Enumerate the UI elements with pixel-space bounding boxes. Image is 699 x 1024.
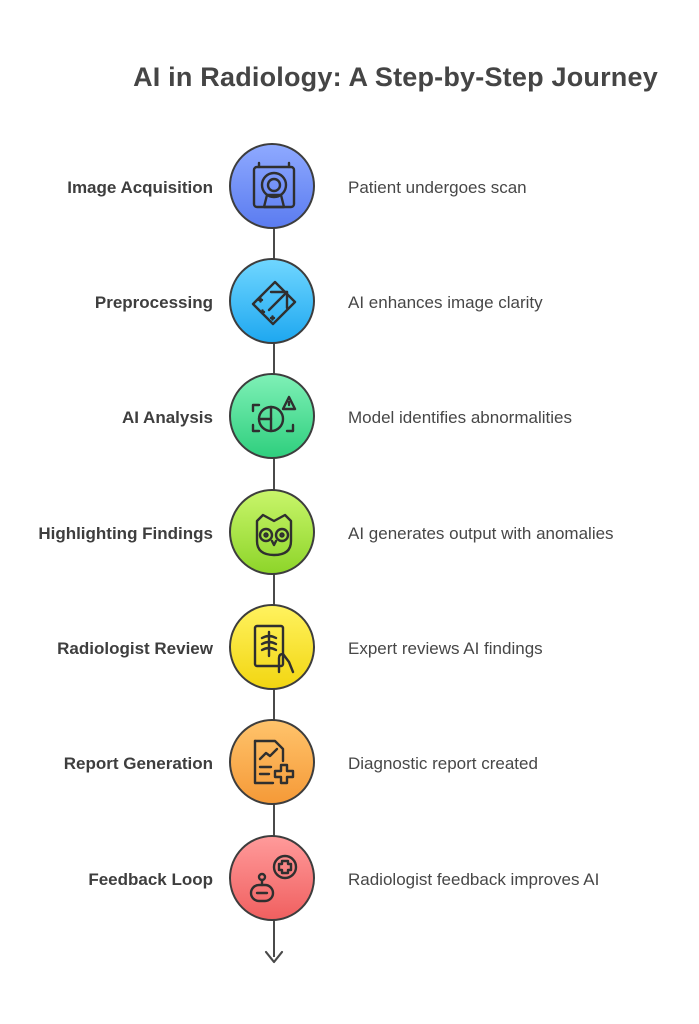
analysis-warning-icon xyxy=(251,395,297,433)
step-feedback-loop: Feedback Loop Radiologist feedback impro… xyxy=(0,835,699,925)
scanner-icon xyxy=(252,161,296,209)
timeline-line xyxy=(273,200,275,957)
step-label: Report Generation xyxy=(63,754,213,773)
step-image-acquisition: Image Acquisition Patient undergoes scan xyxy=(0,143,699,233)
medical-report-icon xyxy=(253,739,295,785)
step-label: Radiologist Review xyxy=(57,639,213,658)
enhance-icon xyxy=(251,280,297,326)
owl-icon xyxy=(255,513,293,557)
arrow-down-icon xyxy=(264,950,284,964)
step-circle xyxy=(229,489,315,575)
step-label: Preprocessing xyxy=(94,293,213,312)
step-circle xyxy=(229,373,315,459)
robot-medical-icon xyxy=(249,854,298,903)
step-circle xyxy=(229,719,315,805)
step-circle xyxy=(229,604,315,690)
step-ai-analysis: AI Analysis Model identifies abnormaliti… xyxy=(0,373,699,463)
step-label: Image Acquisition xyxy=(67,178,213,197)
xray-hand-icon xyxy=(253,624,295,674)
step-description: Radiologist feedback improves AI xyxy=(348,870,600,889)
step-label: AI Analysis xyxy=(121,408,213,427)
step-report-generation: Report Generation Diagnostic report crea… xyxy=(0,719,699,809)
step-description: Model identifies abnormalities xyxy=(348,408,572,427)
step-label: Highlighting Findings xyxy=(38,524,213,543)
step-preprocessing: Preprocessing AI enhances image clarity xyxy=(0,258,699,348)
step-description: AI enhances image clarity xyxy=(348,293,543,312)
step-description: Patient undergoes scan xyxy=(348,178,527,197)
step-radiologist-review: Radiologist Review Expert reviews AI fin… xyxy=(0,604,699,694)
step-circle xyxy=(229,835,315,921)
step-description: Expert reviews AI findings xyxy=(348,639,543,658)
step-description: Diagnostic report created xyxy=(348,754,538,773)
page-title: AI in Radiology: A Step-by-Step Journey xyxy=(133,62,658,92)
step-circle xyxy=(229,258,315,344)
step-circle xyxy=(229,143,315,229)
step-highlighting-findings: Highlighting Findings AI generates outpu… xyxy=(0,489,699,579)
step-label: Feedback Loop xyxy=(88,870,213,889)
step-description: AI generates output with anomalies xyxy=(348,524,614,543)
